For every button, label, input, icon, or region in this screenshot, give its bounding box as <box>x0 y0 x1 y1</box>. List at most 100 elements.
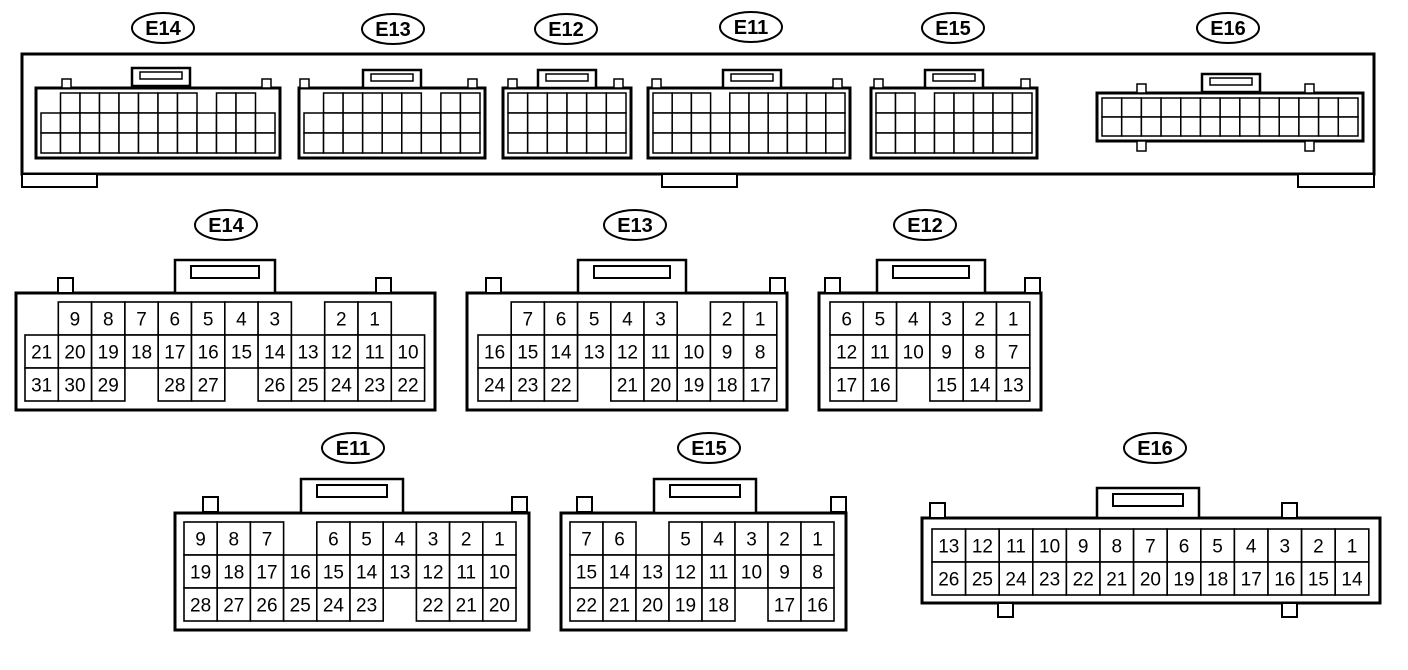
top-label-e14: E14 <box>145 18 181 40</box>
socket-cell <box>1180 116 1202 137</box>
pin-number: 26 <box>938 570 959 591</box>
pin-number: 3 <box>655 310 666 331</box>
socket-cell <box>196 112 218 134</box>
latch-slot <box>316 484 388 498</box>
socket-cell <box>1258 116 1280 137</box>
pin-number: 31 <box>31 376 52 397</box>
pin-cell <box>190 367 226 402</box>
pin-cell <box>701 587 736 622</box>
pin-number: 29 <box>98 376 119 397</box>
pin-cell <box>964 528 1000 563</box>
pin-cell <box>543 301 579 336</box>
pin-number: 22 <box>576 596 597 617</box>
socket-cell <box>1278 97 1300 118</box>
pin-cell <box>742 301 778 336</box>
pin-number: 24 <box>1005 570 1027 591</box>
pin-cell <box>216 587 252 622</box>
socket-cell <box>786 132 808 154</box>
socket-cell <box>709 112 731 134</box>
guide-post <box>1024 277 1041 294</box>
pin-number: 24 <box>323 596 345 617</box>
pin-cell <box>510 334 546 369</box>
guide-post <box>1281 502 1298 519</box>
top-socket <box>1095 72 1365 152</box>
socket-cell <box>420 112 442 134</box>
pin-number: 8 <box>1112 537 1123 558</box>
pin-number: 9 <box>779 563 790 584</box>
pin-cell <box>1300 528 1336 563</box>
socket-cell <box>1101 116 1123 137</box>
socket-cell <box>566 112 588 134</box>
socket-tab <box>261 78 272 89</box>
pin-cell <box>157 334 193 369</box>
pin-number: 13 <box>1003 376 1024 397</box>
pin-number: 1 <box>812 530 823 551</box>
pin-number: 28 <box>164 376 185 397</box>
socket-cell <box>972 92 994 114</box>
pin-cell <box>742 367 778 402</box>
pin-number: 6 <box>841 310 852 331</box>
top-label-e13: E13 <box>375 19 411 41</box>
pin-cell <box>767 521 802 556</box>
socket-cell <box>767 132 789 154</box>
pin-number: 6 <box>614 530 625 551</box>
pin-number: 2 <box>975 310 986 331</box>
pin-cell <box>895 334 931 369</box>
top-socket <box>34 66 282 160</box>
pin-number: 24 <box>484 376 506 397</box>
socket-cell <box>215 132 237 154</box>
socket-cell <box>157 132 179 154</box>
connector-label: E13 <box>617 215 653 237</box>
pin-number: 8 <box>812 563 823 584</box>
pin-cell <box>931 528 967 563</box>
socket-cell <box>1011 92 1033 114</box>
socket-tab <box>61 78 72 89</box>
pin-number: 9 <box>722 343 733 364</box>
pin-cell <box>190 301 226 336</box>
socket-cell <box>748 92 769 114</box>
pin-number: 22 <box>397 376 418 397</box>
top-view-labels: E14 E13 E12 E11 E15 E16 <box>131 11 1260 45</box>
socket-cell <box>196 132 218 154</box>
pin-number: 16 <box>290 563 311 584</box>
pin-number: 14 <box>264 343 286 364</box>
pin-number: 11 <box>456 563 476 584</box>
top-label-e16: E16 <box>1210 18 1246 40</box>
pin-cell <box>415 587 451 622</box>
pin-number: 4 <box>622 310 633 331</box>
socket-cell <box>157 112 179 134</box>
socket-cell <box>118 92 140 114</box>
socket-cell <box>118 132 140 154</box>
guide-post <box>375 277 392 294</box>
pin-cell <box>800 554 835 589</box>
pin-number: 30 <box>64 376 85 397</box>
pin-number: 15 <box>517 343 538 364</box>
pin-number: 7 <box>262 530 273 551</box>
socket-cell <box>526 112 549 134</box>
socket-cell <box>585 112 608 134</box>
socket-latch-slot <box>1209 77 1253 86</box>
guide-post <box>824 277 841 294</box>
pin-number: 7 <box>136 310 147 331</box>
socket-cell <box>1298 116 1320 137</box>
pin-number: 12 <box>617 343 638 364</box>
socket-cell <box>381 112 403 134</box>
pin-cell <box>635 554 670 589</box>
pin-cell <box>282 587 318 622</box>
top-view-sockets <box>34 66 1365 160</box>
pin-cell <box>390 367 426 402</box>
pin-cell <box>543 367 579 402</box>
pin-number: 9 <box>70 310 81 331</box>
pin-number: 7 <box>523 310 534 331</box>
pin-number: 11 <box>651 343 671 364</box>
pin-cell <box>668 554 703 589</box>
guide-post <box>57 277 74 294</box>
pin-number: 9 <box>195 530 206 551</box>
socket-cell <box>805 112 827 134</box>
pin-number: 16 <box>484 343 505 364</box>
pin-number: 13 <box>389 563 410 584</box>
pin-cell <box>481 521 517 556</box>
